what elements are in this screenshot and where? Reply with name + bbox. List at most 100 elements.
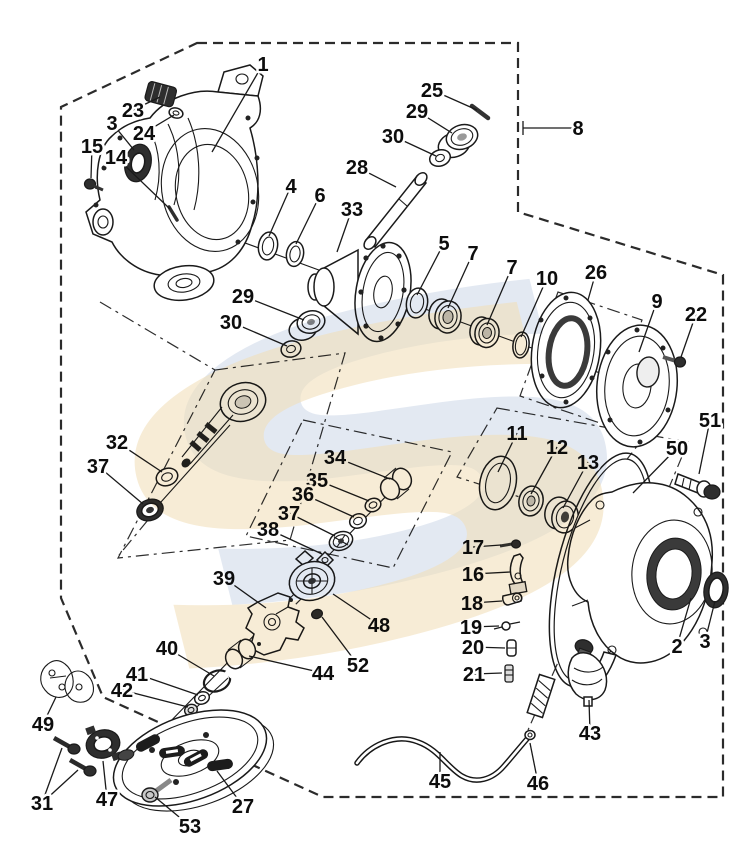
part-label-37-28: 37 bbox=[278, 503, 300, 525]
part-label-29-11: 29 bbox=[406, 101, 428, 123]
part-pin-21 bbox=[504, 664, 514, 683]
leader-line-20 bbox=[472, 646, 506, 649]
part-label-51-34: 51 bbox=[699, 410, 721, 432]
part-label-12-31: 12 bbox=[546, 437, 568, 459]
leader-line-46 bbox=[529, 742, 539, 784]
part-label-46-45: 46 bbox=[527, 773, 549, 795]
part-ring-gear-26 bbox=[530, 291, 602, 409]
part-pin-25 bbox=[469, 103, 491, 121]
part-label-22-20: 22 bbox=[685, 304, 707, 326]
part-washer-41 bbox=[193, 691, 211, 705]
part-sleeve-34 bbox=[379, 467, 413, 501]
leader-line-7 bbox=[486, 266, 513, 326]
part-label-26-18: 26 bbox=[585, 262, 607, 284]
leader-line-5 bbox=[416, 242, 445, 296]
part-label-5-14: 5 bbox=[438, 233, 449, 255]
leader-line-43 bbox=[588, 699, 591, 734]
leader-line-36 bbox=[302, 493, 355, 518]
part-gearcase-housing bbox=[85, 64, 264, 302]
leader-line-26 bbox=[587, 271, 597, 301]
watermark-letter-beige: S bbox=[41, 190, 703, 794]
part-label-21-40: 21 bbox=[463, 664, 485, 686]
part-ring-36 bbox=[348, 513, 368, 529]
part-label-50-33: 50 bbox=[666, 438, 688, 460]
leader-line-17 bbox=[472, 544, 502, 548]
leader-line-9 bbox=[638, 300, 658, 353]
leader-line-11 bbox=[497, 432, 518, 473]
part-label-7-15: 7 bbox=[467, 243, 478, 265]
part-side-cover-2 bbox=[566, 482, 714, 696]
part-label-18-37: 18 bbox=[461, 593, 483, 615]
part-label-36-27: 36 bbox=[292, 484, 314, 506]
part-nut-52 bbox=[311, 608, 323, 620]
leader-line-40 bbox=[166, 647, 215, 677]
part-label-42-52: 42 bbox=[111, 680, 133, 702]
leader-line-50 bbox=[632, 447, 678, 494]
part-bearing-37a bbox=[136, 498, 164, 522]
part-oring-35 bbox=[364, 497, 382, 513]
leader-line-15 bbox=[90, 145, 93, 179]
part-hub-flange-9 bbox=[595, 324, 679, 448]
part-oil-cap-23 bbox=[144, 81, 178, 108]
leader-line-49 bbox=[42, 696, 57, 725]
part-label-10-17: 10 bbox=[536, 268, 558, 290]
leader-line-23 bbox=[132, 96, 161, 111]
part-hub-47 bbox=[85, 725, 135, 762]
leader-line-29 bbox=[416, 110, 453, 134]
leader-line-32 bbox=[116, 441, 163, 473]
leader-line-6 bbox=[295, 194, 321, 245]
part-washer-4 bbox=[257, 231, 279, 261]
part-bearing-7b bbox=[469, 316, 500, 349]
part-label-49-53: 49 bbox=[32, 714, 54, 736]
part-pinion-shaft bbox=[181, 381, 267, 468]
leader-line-31 bbox=[41, 769, 79, 804]
leader-line-29 bbox=[242, 295, 305, 321]
leader-line-41 bbox=[136, 673, 199, 696]
leader-line-18 bbox=[471, 600, 503, 604]
leader-line-35 bbox=[316, 479, 370, 502]
part-label-3-42: 3 bbox=[699, 631, 710, 653]
part-fork-16 bbox=[508, 553, 528, 596]
leader-line-38 bbox=[267, 528, 323, 555]
leader-line-24 bbox=[143, 114, 175, 134]
leader-lines bbox=[41, 63, 716, 827]
part-label-41-51: 41 bbox=[126, 664, 148, 686]
part-label-27-57: 27 bbox=[232, 796, 254, 818]
leader-line-44 bbox=[248, 655, 324, 674]
part-label-16-36: 16 bbox=[462, 564, 484, 586]
part-seal-3b bbox=[703, 571, 729, 609]
part-label-4-6: 4 bbox=[285, 176, 297, 198]
leader-line-33 bbox=[336, 208, 353, 253]
part-lever-18 bbox=[502, 592, 523, 606]
leader-line-51 bbox=[698, 419, 711, 475]
part-gear-unit-39 bbox=[245, 592, 305, 656]
part-label-17-35: 17 bbox=[462, 537, 484, 559]
part-label-3-3: 3 bbox=[106, 113, 117, 135]
part-label-13-32: 13 bbox=[577, 452, 599, 474]
part-oring-6 bbox=[285, 240, 305, 268]
part-label-2-41: 2 bbox=[671, 636, 682, 658]
part-washer-30t bbox=[428, 148, 452, 168]
part-label-38-29: 38 bbox=[257, 519, 279, 541]
part-pin-20 bbox=[506, 639, 517, 657]
leader-line-48 bbox=[332, 593, 380, 626]
leader-line-30 bbox=[392, 135, 437, 157]
part-screw-17 bbox=[499, 539, 522, 549]
leader-line-22 bbox=[680, 313, 697, 358]
part-breather-43 bbox=[567, 639, 608, 707]
part-label-44-49: 44 bbox=[312, 663, 335, 685]
part-bolt-15 bbox=[83, 178, 104, 192]
part-label-37-24: 37 bbox=[87, 456, 109, 478]
part-bolts-31 bbox=[52, 736, 97, 777]
leader-line-14 bbox=[115, 156, 171, 210]
part-label-1-0: 1 bbox=[257, 54, 268, 76]
part-label-33-8: 33 bbox=[341, 199, 363, 221]
leader-line-12 bbox=[530, 446, 558, 495]
part-label-31-54: 31 bbox=[31, 793, 53, 815]
part-label-30-22: 30 bbox=[220, 312, 242, 334]
leader-line-4 bbox=[268, 185, 292, 237]
part-label-43-43: 43 bbox=[579, 723, 601, 745]
leader-line-34 bbox=[334, 456, 391, 480]
part-bolt-22 bbox=[662, 355, 687, 368]
part-label-39-46: 39 bbox=[213, 568, 235, 590]
